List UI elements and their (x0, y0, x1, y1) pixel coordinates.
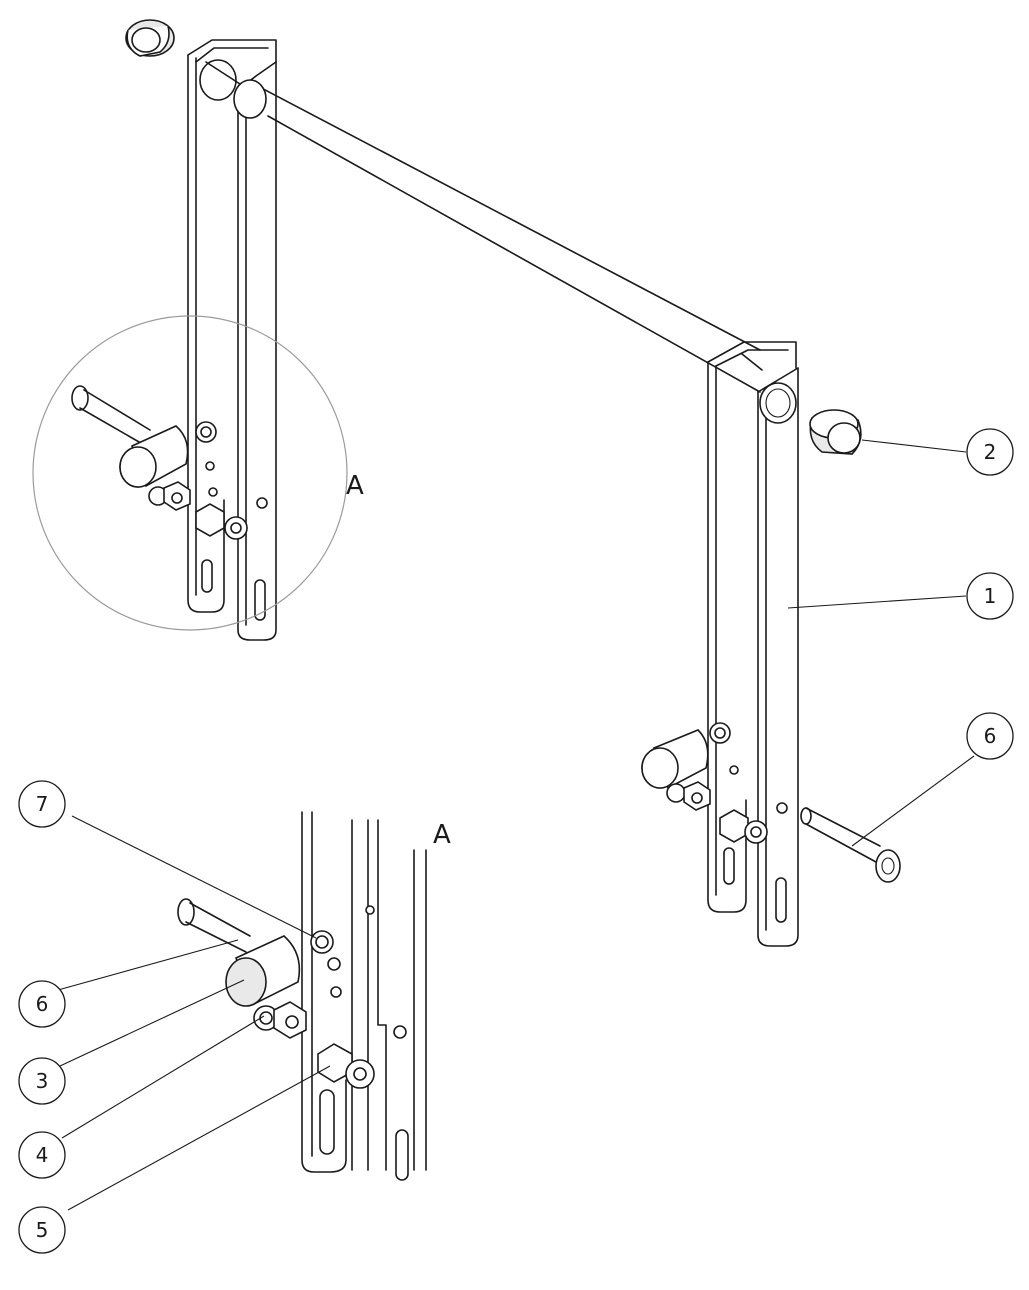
detail-view-label: A (433, 820, 451, 850)
bolt-right (800, 807, 901, 883)
balloon-5-label: 5 (36, 1218, 49, 1242)
circle-hardware (71, 385, 248, 540)
detail-circle-a: A (32, 315, 364, 631)
detail-view-a: A (177, 811, 451, 1181)
balloon-6-detail: 6 (18, 980, 66, 1028)
balloon-4: 4 (18, 1131, 66, 1179)
balloon-2-label: 2 (984, 440, 997, 464)
balloon-6-main: 6 (966, 712, 1014, 760)
balloon-6-main-label: 6 (984, 724, 997, 748)
cross-tube (199, 59, 761, 393)
end-cap-top-left (125, 19, 175, 57)
detail-circle-label: A (346, 471, 364, 501)
balloon-3-label: 3 (36, 1069, 49, 1093)
end-cap-right (809, 409, 862, 455)
balloon-2: 2 (966, 428, 1014, 476)
balloon-7-label: 7 (36, 792, 49, 816)
balloon-6-detail-label: 6 (36, 992, 49, 1016)
leader-lines (57, 439, 975, 1211)
balloon-5: 5 (18, 1206, 66, 1254)
balloon-4-label: 4 (36, 1143, 49, 1167)
balloon-1-label: 1 (984, 584, 997, 608)
left-upright-bars (187, 39, 277, 641)
balloon-1: 1 (966, 572, 1014, 620)
right-hardware (641, 722, 768, 844)
balloon-3: 3 (18, 1057, 66, 1105)
right-upright-bars (707, 341, 799, 947)
balloon-7: 7 (18, 780, 66, 828)
